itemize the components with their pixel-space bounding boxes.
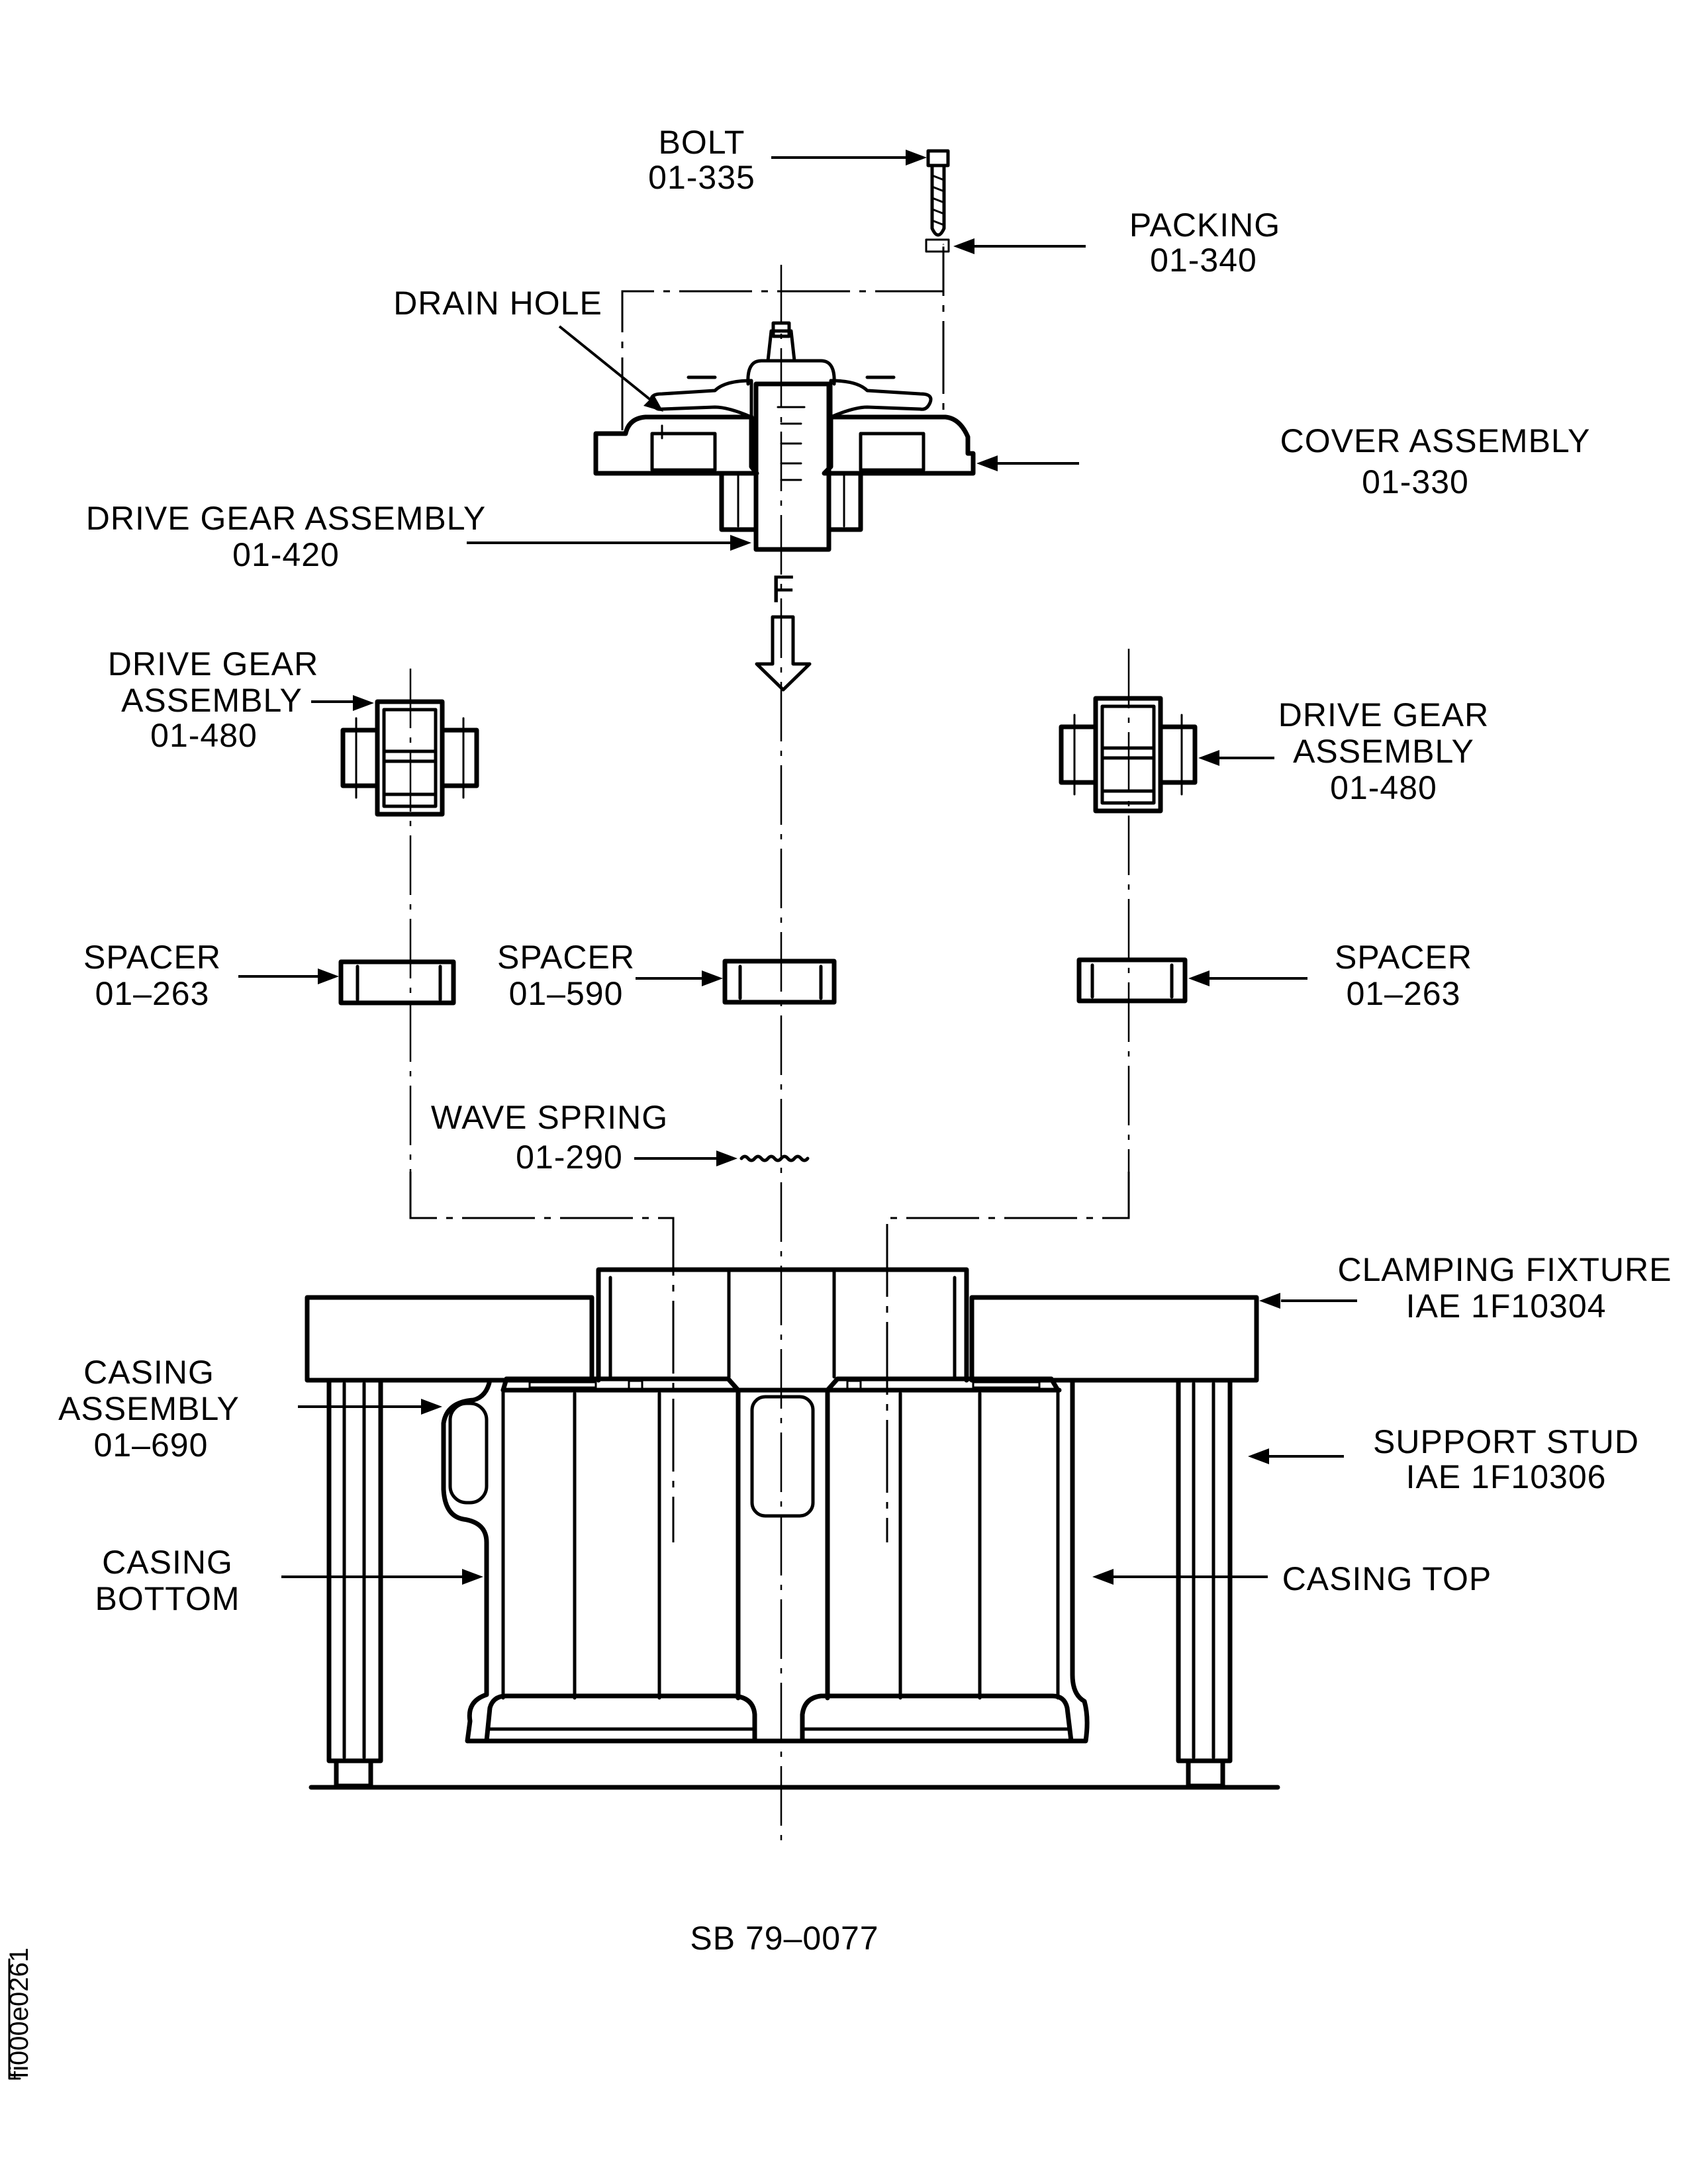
spacer-center-part-number: 01–590 bbox=[509, 975, 624, 1012]
casing-bottom-name-2: BOTTOM bbox=[95, 1580, 240, 1617]
callout-casing-assembly: CASING ASSEMBLY 01–690 bbox=[58, 1354, 240, 1464]
callout-bolt: BOLT 01-335 bbox=[648, 124, 755, 196]
clamping-fixture-part-number: IAE 1F10304 bbox=[1406, 1288, 1607, 1325]
spacer-left-name: SPACER bbox=[83, 939, 221, 976]
drive-gear-assembly-left bbox=[340, 699, 479, 817]
spacer-right-part-number: 01–263 bbox=[1347, 975, 1461, 1012]
figure-id-bracket bbox=[8, 1958, 21, 2080]
support-stud-name: SUPPORT STUD bbox=[1373, 1423, 1639, 1460]
clamping-fixture-name: CLAMPING FIXTURE bbox=[1338, 1251, 1672, 1288]
cover-assembly-name: COVER ASSEMBLY bbox=[1280, 422, 1591, 459]
view-marker-letter: F bbox=[771, 568, 795, 611]
casing-assembly-name-1: CASING bbox=[83, 1354, 214, 1391]
bolt-name: BOLT bbox=[659, 124, 745, 161]
callout-drive-gear-center: DRIVE GEAR ASSEMBLY 01-420 bbox=[86, 500, 486, 573]
callout-drive-gear-right: DRIVE GEAR ASSEMBLY 01-480 bbox=[1278, 696, 1489, 806]
casing-top-name: CASING TOP bbox=[1282, 1560, 1492, 1597]
support-stud-left bbox=[326, 1378, 383, 1789]
support-stud-part-number: IAE 1F10306 bbox=[1406, 1458, 1607, 1495]
packing bbox=[925, 238, 950, 253]
packing-part-number: 01-340 bbox=[1150, 242, 1257, 279]
labels: BOLT 01-335 PACKING 01-340 DRAIN HOLE CO… bbox=[5, 124, 1672, 2080]
callout-wave-spring: WAVE SPRING 01-290 bbox=[431, 1099, 668, 1176]
drive-gear-left-name-1: DRIVE GEAR bbox=[108, 645, 318, 682]
spacer-center bbox=[722, 959, 837, 1005]
drive-gear-center-part-number: 01-420 bbox=[232, 536, 340, 573]
clamping-fixture bbox=[305, 1267, 1259, 1383]
drive-gear-center-name: DRIVE GEAR ASSEMBLY bbox=[86, 500, 486, 537]
drain-hole-name: DRAIN HOLE bbox=[393, 285, 602, 322]
casing-bottom-name-1: CASING bbox=[102, 1544, 233, 1581]
casing-assembly bbox=[441, 1376, 1090, 1744]
callout-packing: PACKING 01-340 bbox=[1129, 207, 1280, 279]
drive-gear-left-part-number: 01-480 bbox=[150, 717, 258, 754]
callout-drive-gear-left: DRIVE GEAR ASSEMBLY 01-480 bbox=[108, 645, 318, 754]
callout-casing-bottom: CASING BOTTOM bbox=[95, 1544, 240, 1617]
wave-spring bbox=[739, 1154, 810, 1162]
view-marker: F bbox=[755, 568, 812, 692]
bolt bbox=[926, 149, 950, 237]
cover-assembly-part-number: 01-330 bbox=[1362, 463, 1469, 500]
spacer-right bbox=[1076, 957, 1188, 1004]
casing-assembly-part-number: 01–690 bbox=[94, 1427, 209, 1464]
centerlines bbox=[409, 244, 1130, 1847]
drive-gear-right-name-2: ASSEMBLY bbox=[1293, 733, 1474, 770]
drive-gear-right-part-number: 01-480 bbox=[1330, 769, 1437, 806]
left-assembly-path bbox=[409, 1172, 675, 1542]
casing-assembly-name-2: ASSEMBLY bbox=[58, 1390, 240, 1427]
drive-gear-assembly-center bbox=[719, 321, 863, 552]
cover-assembly bbox=[593, 375, 976, 476]
bolt-part-number: 01-335 bbox=[648, 159, 755, 196]
callout-casing-top: CASING TOP bbox=[1282, 1560, 1492, 1597]
callout-spacer-center: SPACER 01–590 bbox=[497, 939, 635, 1012]
packing-name: PACKING bbox=[1129, 207, 1280, 244]
drive-gear-assembly-right bbox=[1059, 696, 1198, 814]
callout-support-stud: SUPPORT STUD IAE 1F10306 bbox=[1373, 1423, 1639, 1495]
callout-drain-hole: DRAIN HOLE bbox=[393, 285, 602, 322]
wave-spring-name: WAVE SPRING bbox=[431, 1099, 668, 1136]
spacer-right-name: SPACER bbox=[1335, 939, 1472, 976]
drive-gear-right-name-1: DRIVE GEAR bbox=[1278, 696, 1489, 733]
callout-spacer-right: SPACER 01–263 bbox=[1335, 939, 1472, 1012]
spacer-center-name: SPACER bbox=[497, 939, 635, 976]
callout-clamping-fixture: CLAMPING FIXTURE IAE 1F10304 bbox=[1338, 1251, 1672, 1325]
cover-bolt-path bbox=[621, 290, 945, 430]
spacer-left bbox=[338, 959, 456, 1006]
support-stud-right bbox=[1176, 1378, 1233, 1789]
right-assembly-path bbox=[886, 1172, 1130, 1542]
spacer-left-part-number: 01–263 bbox=[95, 975, 210, 1012]
view-arrow-icon bbox=[755, 615, 812, 692]
leaders bbox=[238, 150, 1357, 1585]
callout-cover-assembly: COVER ASSEMBLY 01-330 bbox=[1280, 422, 1591, 500]
drive-gear-left-name-2: ASSEMBLY bbox=[121, 682, 303, 719]
service-bulletin-reference: SB 79–0077 bbox=[690, 1920, 878, 1957]
callout-spacer-left: SPACER 01–263 bbox=[83, 939, 221, 1012]
wave-spring-part-number: 01-290 bbox=[516, 1139, 623, 1176]
